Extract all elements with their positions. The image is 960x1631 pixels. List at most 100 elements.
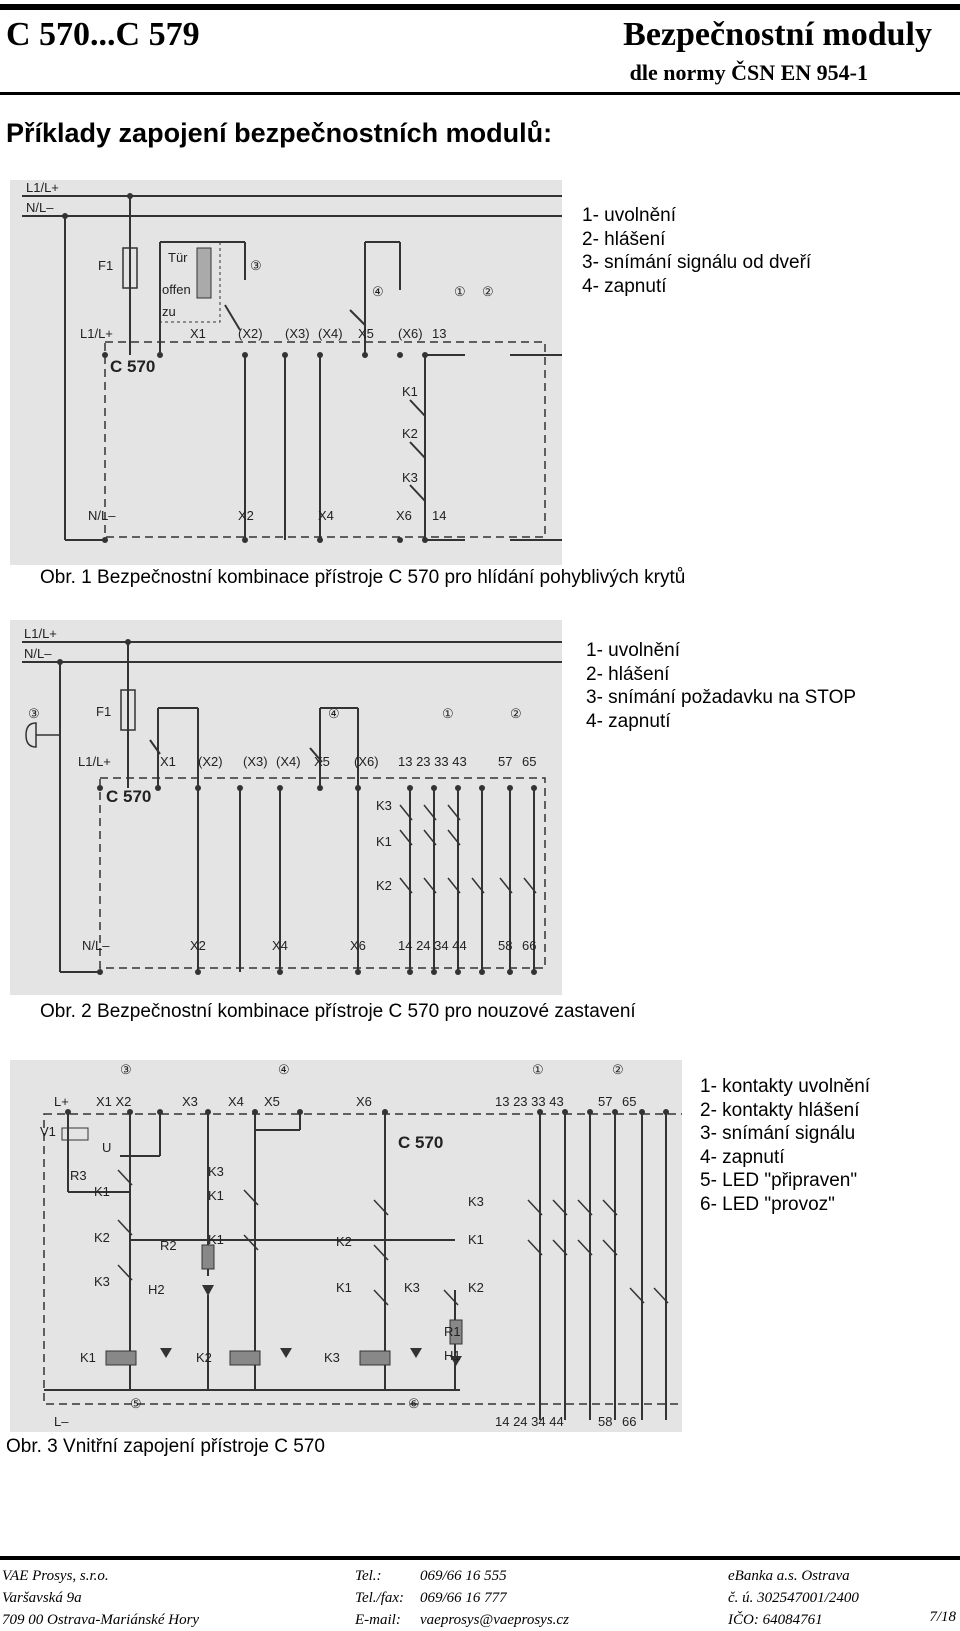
figure1-legend: 1- uvolnění 2- hlášení 3- snímání signál… — [582, 204, 811, 298]
legend-item: 2- kontakty hlášení — [700, 1099, 860, 1121]
f2-term-58: 58 — [498, 938, 512, 953]
legend-item: 3- snímání požadavku na STOP — [586, 687, 857, 708]
f2-marker-4: ④ — [328, 706, 340, 721]
f3-coil1: K1 — [80, 1350, 96, 1365]
f2-l1-label: L1/L+ — [24, 626, 57, 641]
figure1-caption: Obr. 1 Bezpečnostní kombinace přístroje … — [40, 567, 686, 588]
f3-k3b: K3 — [208, 1164, 224, 1179]
f2-term-x5: X5 — [314, 754, 330, 769]
page-number: 7/18 — [929, 1609, 956, 1625]
f1-marker-2: ② — [482, 284, 494, 299]
f1-k2: K2 — [402, 426, 418, 441]
f2-term-65: 65 — [522, 754, 536, 769]
f1-zu-label: zu — [162, 304, 176, 319]
f2-marker-1: ① — [442, 706, 454, 721]
f3-k1r: K1 — [468, 1232, 484, 1247]
f1-term-x1: X1 — [190, 326, 206, 341]
f3-term-lm: L– — [54, 1414, 69, 1429]
legend-item: 2- hlášení — [582, 228, 666, 250]
header-rule — [0, 92, 960, 95]
f1-term-x4p: (X4) — [318, 326, 343, 341]
f3-coil2: K2 — [196, 1350, 212, 1365]
f1-term-nl: N/L– — [88, 508, 116, 523]
f1-term-x6p: (X6) — [398, 326, 423, 341]
legend-item: 1- uvolnění — [582, 205, 677, 226]
f3-r3: R3 — [70, 1168, 87, 1183]
figure1-diagram: L1/L+ N/L– F1 Tür offen zu ③ ④ ① ② L1/L+… — [10, 180, 562, 565]
f3-k3a: K3 — [94, 1274, 110, 1289]
f2-term-66: 66 — [522, 938, 536, 953]
legend-item: 6- LED "provoz" — [700, 1193, 835, 1215]
f3-r2: R2 — [160, 1238, 177, 1253]
f1-l1-label: L1/L+ — [26, 180, 59, 195]
f3-k1c: K1 — [208, 1232, 224, 1247]
f3-module-label: C 570 — [398, 1133, 443, 1152]
header-standard: dle normy ČSN EN 954-1 — [629, 60, 868, 85]
f2-fuse-label: F1 — [96, 704, 111, 719]
f2-module-label: C 570 — [106, 787, 151, 806]
f3-v1: V1 — [40, 1124, 56, 1139]
f3-term-66: 66 — [622, 1414, 636, 1429]
f3-u: U — [102, 1140, 111, 1155]
f3-top-terms: 13 23 33 43 — [495, 1094, 564, 1109]
f1-door-label: Tür — [168, 250, 188, 265]
f2-k3: K3 — [376, 798, 392, 813]
f3-k3c: K3 — [404, 1280, 420, 1295]
f2-term-x3p: (X3) — [243, 754, 268, 769]
f2-k1: K1 — [376, 834, 392, 849]
figure2-legend: 1- uvolnění 2- hlášení 3- snímání požada… — [586, 639, 856, 733]
legend-item: 1- kontakty uvolnění — [700, 1076, 871, 1097]
footer-rule — [0, 1556, 960, 1560]
legend-item: 4- zapnutí — [700, 1146, 785, 1168]
f3-term-x3: X3 — [182, 1094, 198, 1109]
legend-item: 4- zapnutí — [582, 275, 667, 297]
f1-marker-3: ③ — [250, 258, 262, 273]
f2-term-x4: X4 — [272, 938, 288, 953]
f3-marker-1: ① — [532, 1062, 544, 1077]
figure2-diagram: L1/L+ N/L– F1 ③ ④ ① ② L1/L+ X1 (X2) (X3)… — [10, 620, 562, 995]
f1-term-14: 14 — [432, 508, 446, 523]
f3-term-x6: X6 — [356, 1094, 372, 1109]
f3-term-x4: X4 — [228, 1094, 244, 1109]
f3-k3r: K3 — [468, 1194, 484, 1209]
f3-term-x1x2: X1 X2 — [96, 1094, 131, 1109]
f3-marker-6: ⑥ — [408, 1396, 420, 1411]
figure3-caption: Obr. 3 Vnitřní zapojení přístroje C 570 — [6, 1436, 325, 1457]
f3-k2b: K2 — [336, 1234, 352, 1249]
f3-bot-terms: 14 24 34 44 — [495, 1414, 564, 1429]
f2-term-57: 57 — [498, 754, 512, 769]
f2-term-x6p: (X6) — [354, 754, 379, 769]
top-rule — [0, 4, 960, 10]
f3-r1: R1 — [444, 1324, 461, 1339]
f1-term-x3p: (X3) — [285, 326, 310, 341]
legend-item: 3- snímání signálu od dveří — [582, 252, 812, 273]
f2-bot-terms: 14 24 34 44 — [398, 938, 467, 953]
f3-h1: H1 — [444, 1348, 461, 1363]
f3-coil3: K3 — [324, 1350, 340, 1365]
figure3-legend: 1- kontakty uvolnění 2- kontakty hlášení… — [700, 1075, 870, 1216]
f2-term-x2: X2 — [190, 938, 206, 953]
f3-term-x5: X5 — [264, 1094, 280, 1109]
f3-term-lp: L+ — [54, 1094, 69, 1109]
f1-term-l1: L1/L+ — [80, 326, 113, 341]
f3-marker-5: ⑤ — [130, 1396, 142, 1411]
f1-fuse-label: F1 — [98, 258, 113, 273]
f2-k2: K2 — [376, 878, 392, 893]
f3-term-65: 65 — [622, 1094, 636, 1109]
f1-offen-label: offen — [162, 282, 191, 297]
f3-h2: H2 — [148, 1282, 165, 1297]
f2-top-terms: 13 23 33 43 — [398, 754, 467, 769]
legend-item: 4- zapnutí — [586, 710, 671, 732]
f3-marker-4: ④ — [278, 1062, 290, 1077]
f1-nl-label: N/L– — [26, 200, 54, 215]
legend-item: 2- hlášení — [586, 663, 670, 685]
f2-nl-label: N/L– — [24, 646, 52, 661]
footer-contact-labels: Tel.:Tel./fax:E-mail: — [355, 1568, 405, 1628]
f3-k2r: K2 — [468, 1280, 484, 1295]
f2-term-x1: X1 — [160, 754, 176, 769]
f3-marker-3: ③ — [120, 1062, 132, 1077]
f1-k1: K1 — [402, 384, 418, 399]
f2-marker-3: ③ — [28, 706, 40, 721]
